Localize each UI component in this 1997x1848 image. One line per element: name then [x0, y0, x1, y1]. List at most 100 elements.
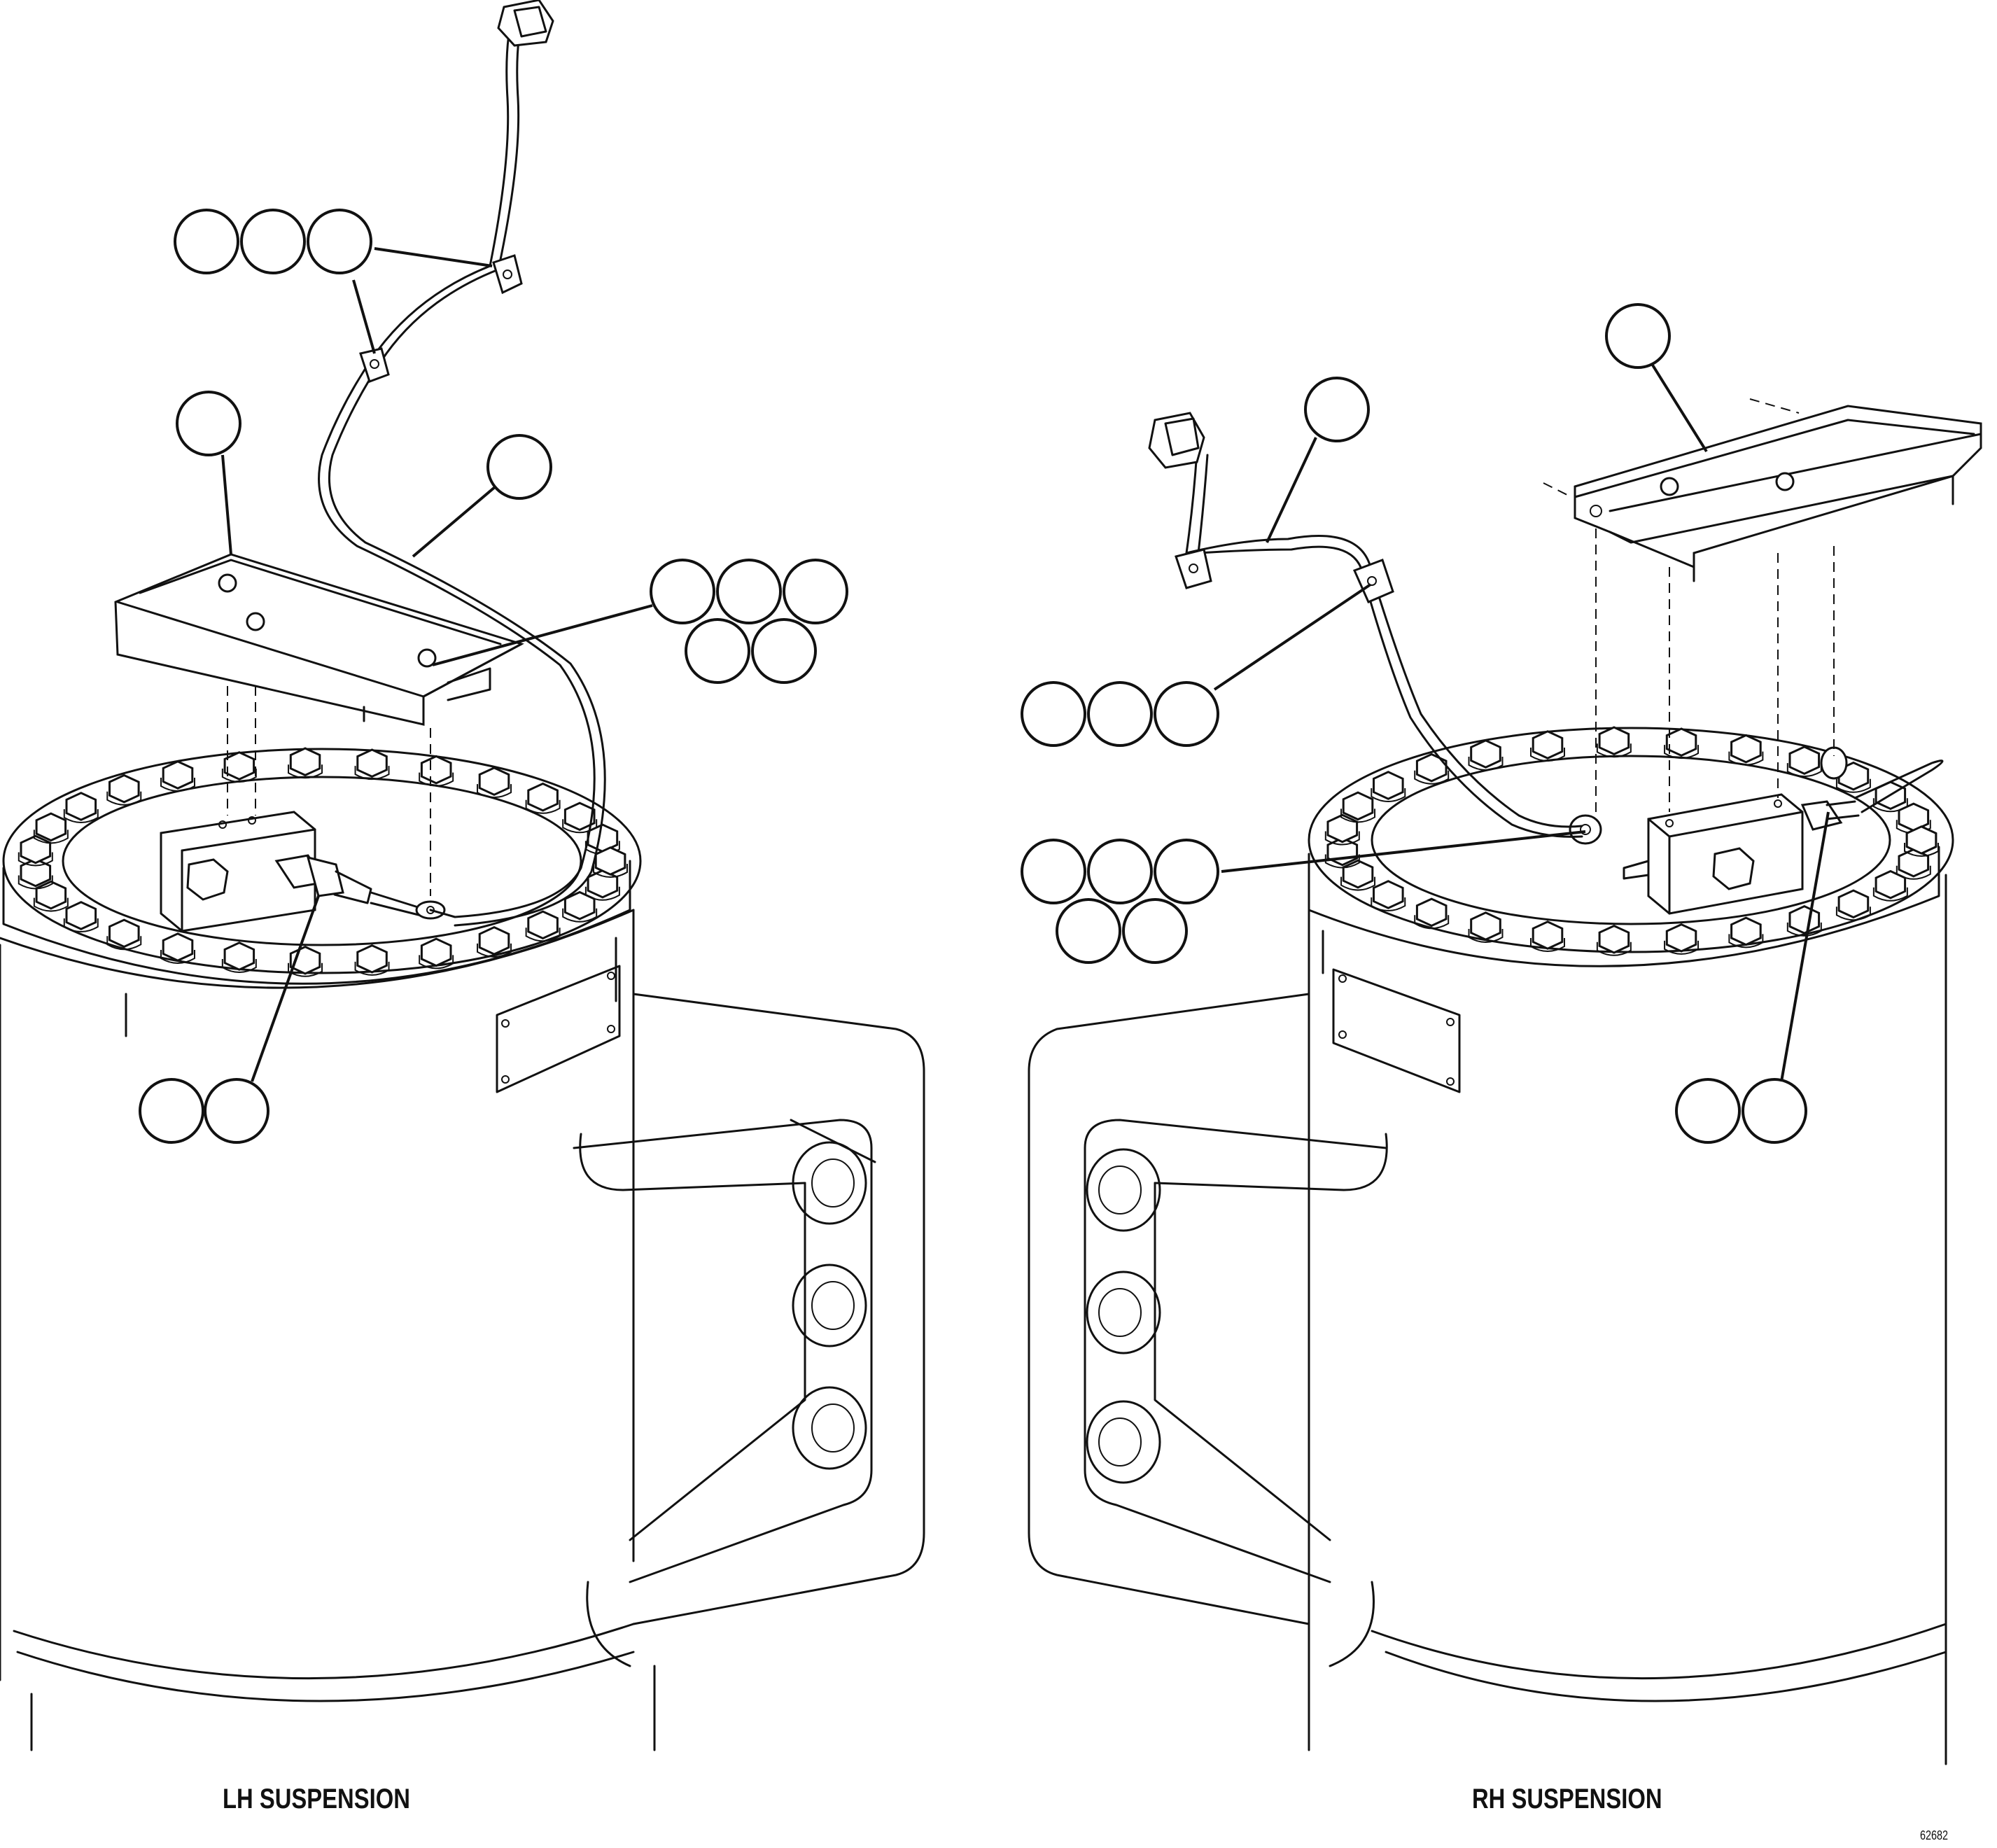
rh-mounting-lug — [1028, 993, 1388, 1667]
flange-bolt-base — [17, 875, 53, 890]
flange-bolt-base — [1872, 887, 1908, 902]
lh-callout-sensor — [139, 895, 320, 1144]
flange-bolt — [356, 748, 388, 778]
flange-bolt-base — [419, 955, 454, 969]
flange-bolt-base — [354, 961, 390, 976]
flange-bolt — [1598, 924, 1630, 954]
flange-bolt — [1730, 734, 1762, 764]
flange-bolt-base — [562, 908, 598, 923]
flange-bolt — [587, 823, 619, 853]
flange-bolt — [1665, 923, 1697, 953]
flange-bolt — [20, 858, 52, 888]
lh-sensor-block — [160, 811, 316, 932]
flange-bolt — [1470, 911, 1501, 941]
lh-suspension-cylinder — [0, 748, 656, 1751]
flange-bolt — [420, 937, 452, 967]
flange-bolt — [563, 802, 596, 832]
flange-bolt-base — [106, 791, 142, 806]
flange-bolt — [65, 901, 97, 930]
flange-bolt — [1532, 920, 1564, 950]
flange-bolt — [1373, 771, 1404, 800]
flange-bolt-base — [1786, 763, 1822, 778]
flange-bolt — [1598, 726, 1630, 756]
flange-bolt-base — [354, 766, 390, 780]
flange-bolt-base — [525, 927, 561, 942]
flange-bolt-base — [1904, 843, 1939, 857]
flange-bolt-base — [1414, 770, 1450, 785]
flange-bolt-base — [33, 830, 69, 844]
lh-wire-harness — [318, 0, 606, 927]
flange-bolt-base — [1835, 778, 1871, 793]
rh-callout-bracket — [1605, 303, 1708, 453]
flange-bolt-base — [221, 959, 257, 974]
flange-bolt-base — [1786, 922, 1822, 937]
flange-bolt-base — [1468, 757, 1504, 771]
flange-bolt-base — [33, 897, 69, 912]
flange-bolt-base — [477, 943, 512, 958]
flange-bolt — [527, 782, 559, 812]
flange-bolt — [1730, 916, 1762, 946]
flange-bolt — [1470, 739, 1501, 769]
lh-mounting-bracket — [114, 553, 524, 896]
flange-bolt — [594, 846, 626, 876]
lh-flange-bolts — [17, 747, 628, 977]
flange-bolt — [65, 792, 97, 821]
flange-bolt — [1415, 897, 1448, 927]
flange-bolt — [420, 755, 452, 785]
flange-bolt-base — [1529, 747, 1565, 762]
lh-callout-bracket-fasteners — [432, 559, 848, 684]
lh-suspension-caption: LH SUSPENSION — [223, 1784, 410, 1814]
flange-bolt-base — [1596, 941, 1632, 956]
flange-bolt — [223, 751, 255, 780]
flange-bolt-base — [221, 768, 257, 783]
flange-bolt — [108, 918, 140, 948]
rh-mounting-bracket — [1543, 398, 1982, 812]
figure-reference-number: 62682 — [1920, 1828, 1949, 1842]
flange-bolt — [1326, 813, 1359, 844]
flange-bolt — [35, 880, 67, 910]
flange-bolt-base — [1371, 897, 1406, 912]
flange-bolt — [1665, 727, 1697, 757]
flange-bolt-base — [1340, 808, 1376, 823]
flange-bolt-base — [525, 799, 561, 814]
flange-bolt — [162, 760, 194, 790]
lh-pressure-sensor — [274, 854, 446, 920]
flange-bolt — [587, 869, 619, 899]
rh-sensor-block — [1623, 793, 1804, 915]
flange-bolt — [527, 910, 559, 940]
lh-mounting-lug — [573, 993, 925, 1667]
rh-suspension-cylinder — [1308, 727, 1954, 1765]
flange-bolt — [20, 834, 52, 864]
rh-wire-harness — [1148, 412, 1583, 838]
flange-bolt-base — [593, 864, 628, 878]
flange-bolt-base — [106, 936, 142, 951]
flange-bolt-base — [1728, 934, 1764, 948]
flange-bolt — [1788, 746, 1821, 775]
flange-bolt — [478, 926, 510, 955]
flange-bolt-base — [17, 852, 53, 867]
flange-bolt-base — [1529, 938, 1565, 953]
flange-bolt-base — [1835, 906, 1871, 921]
flange-bolt — [162, 932, 194, 962]
flange-bolt-base — [1414, 915, 1450, 930]
flange-bolt-base — [477, 784, 512, 799]
flange-bolt — [1342, 859, 1374, 889]
flange-bolt-base — [1468, 928, 1504, 943]
rh-callout-sensor — [1675, 811, 1830, 1144]
flange-bolt — [1342, 791, 1374, 821]
flange-bolt-base — [160, 949, 195, 964]
rh-callout-harness — [1266, 377, 1370, 543]
rh-callout-sensor-fasteners — [1021, 830, 1586, 964]
flange-bolt-base — [1664, 940, 1700, 955]
flange-bolt — [1875, 869, 1907, 899]
flange-bolt-base — [419, 772, 454, 787]
flange-bolt — [1905, 825, 1938, 855]
flange-bolt — [1373, 880, 1404, 909]
flange-bolt-base — [1371, 788, 1406, 802]
flange-bolt-base — [1728, 751, 1764, 766]
flange-bolt — [223, 941, 255, 971]
flange-bolt-base — [1324, 831, 1360, 846]
lh-callout-harness — [412, 434, 552, 558]
flange-bolt-base — [160, 778, 195, 792]
